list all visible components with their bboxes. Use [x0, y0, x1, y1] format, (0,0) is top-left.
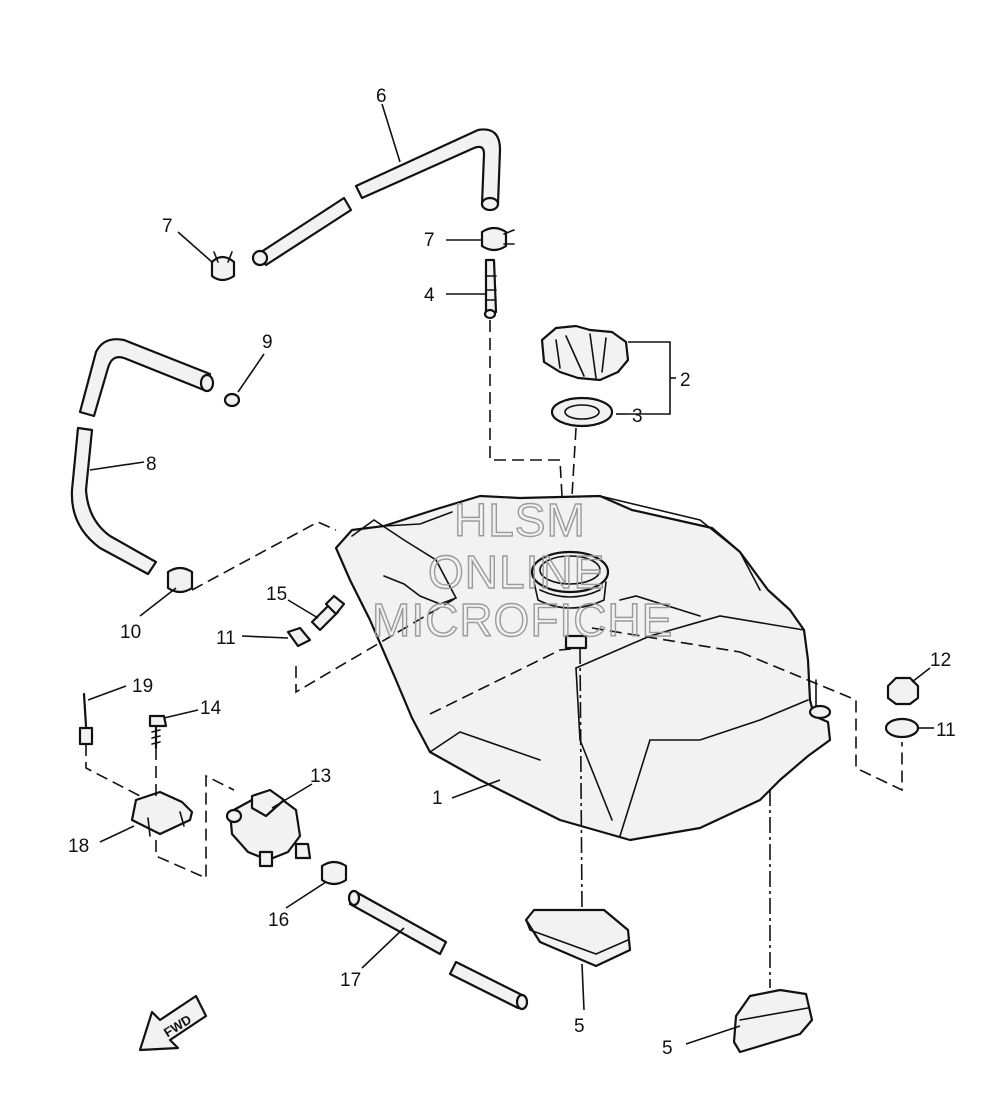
callout-3: 3 [632, 406, 643, 427]
fuel-cock-bracket [130, 790, 194, 837]
callout-19: 19 [132, 676, 153, 697]
rubber-washer-right [884, 717, 920, 739]
callout-4: 4 [424, 285, 435, 306]
hose-clamp-lower [166, 566, 194, 594]
hose-clip-small [223, 392, 241, 408]
callout-2: 2 [680, 370, 691, 391]
callout-16: 16 [268, 910, 289, 931]
callout-5-center: 5 [574, 1016, 585, 1037]
vent-check-valve [483, 258, 498, 320]
leader-lines [87, 103, 934, 1045]
fuel-cock-valve [225, 788, 312, 868]
callout-8: 8 [146, 454, 157, 475]
watermark-line-3: MICROFICHE [372, 594, 673, 646]
watermark-line-2: ONLINE [428, 546, 605, 598]
callout-17: 15 [266, 584, 287, 605]
callout-10: 10 [120, 622, 141, 643]
fuel-hose [347, 889, 529, 1011]
flange-nut [886, 676, 920, 706]
callout-13: 13 [310, 766, 331, 787]
assembly-lines [85, 320, 903, 988]
callout-numbers: 6 7 7 4 2 3 9 8 10 15 11 12 11 1 13 19 1… [68, 86, 956, 1059]
callout-9: 9 [262, 332, 273, 353]
watermark: HLSM ONLINE MICROFICHE [371, 493, 673, 646]
callout-1: 1 [432, 788, 443, 809]
callout-7-right: 7 [424, 230, 435, 251]
callout-7-left: 7 [162, 216, 173, 237]
callout-18: 18 [68, 836, 89, 857]
callout-14: 14 [200, 698, 222, 719]
callout-12: 12 [930, 650, 951, 671]
rivet [78, 692, 94, 746]
hose-clamp-left [210, 251, 236, 282]
fuel-filler-cap [540, 324, 630, 382]
callout-6: 6 [376, 86, 387, 107]
tank-mounting-bolt [310, 594, 346, 632]
vent-hose-upper [251, 128, 502, 267]
tank-cushion-pad-center [524, 908, 632, 968]
callout-11-right: 11 [936, 720, 956, 741]
forward-direction-arrow: FWD [138, 994, 208, 1052]
callout-11-left: 11 [216, 628, 236, 649]
callout-5-right: 5 [662, 1038, 673, 1059]
watermark-line-1: HLSM [454, 494, 586, 546]
callout-15: 17 [340, 970, 361, 991]
fuel-hose-clamp [320, 860, 348, 886]
tank-cushion-pad-right [732, 988, 814, 1054]
filler-cap-gasket [550, 396, 614, 428]
bracket-screw [148, 714, 168, 750]
fuel-tank [334, 494, 832, 842]
breather-hose-left [70, 338, 215, 576]
hose-clamp-right [480, 226, 515, 252]
rubber-washer-left [286, 626, 312, 648]
